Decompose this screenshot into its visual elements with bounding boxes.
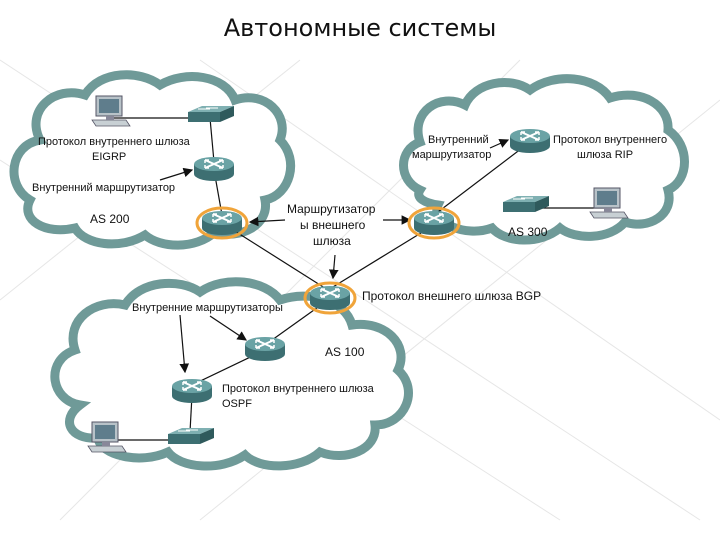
page-title: Автономные системы <box>223 14 497 42</box>
bgp-router-icon <box>303 281 357 315</box>
as200-internal-router-label: Внутренний маршрутизатор <box>32 182 175 194</box>
as100-name: AS 100 <box>325 345 365 359</box>
as300-internal-router-label-2: маршрутизатор <box>412 149 491 161</box>
as100-internal-routers-label: Внутренние маршрутизаторы <box>132 302 283 314</box>
as300-name: AS 300 <box>508 225 548 239</box>
as200-igp-label-2: EIGRP <box>92 151 126 163</box>
border-router-label-1: Маршрутизатор <box>287 202 376 216</box>
router-icon <box>509 128 551 154</box>
as300-igp-label-1: Протокол внутреннего <box>553 134 667 146</box>
cloud-as200 <box>9 70 296 250</box>
cloud-as100 <box>50 277 413 471</box>
egp-label: Протокол внешнего шлюза BGP <box>362 289 541 303</box>
router-icon <box>244 336 286 362</box>
as200-name: AS 200 <box>90 212 130 226</box>
as300-igp-label-2: шлюза RIP <box>577 149 633 161</box>
border-router-icon <box>195 206 249 240</box>
router-icon <box>171 378 213 404</box>
annotation-arrows <box>159 139 510 374</box>
as100-igp-label-1: Протокол внутреннего шлюза <box>222 383 375 395</box>
border-router-icon <box>407 206 461 240</box>
as300-internal-router-label-1: Внутренний <box>428 134 489 146</box>
as200-igp-label-1: Протокол внутреннего шлюза <box>38 136 191 148</box>
as100-igp-label-2: OSPF <box>222 398 252 410</box>
border-router-label-2: ы внешнего <box>300 218 366 232</box>
border-router-label-3: шлюза <box>313 234 351 248</box>
router-icon <box>193 156 235 182</box>
